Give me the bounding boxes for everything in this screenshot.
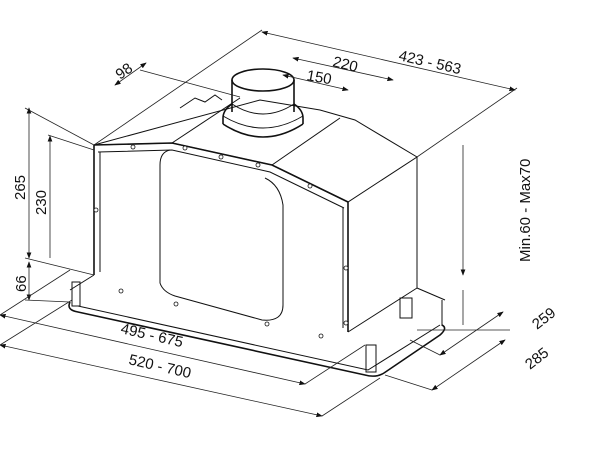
left-bracket: [71, 281, 81, 307]
dim-body-height: 230: [33, 190, 50, 215]
dim-duct-offset-depth: 220: [331, 53, 359, 76]
side-clamp: [399, 297, 413, 319]
dim-outer-depth: 285: [522, 344, 552, 373]
dim-inner-width-range: 495 - 675: [119, 320, 185, 351]
dimension-lines: [0, 29, 518, 418]
dim-depth-range: 423 - 563: [397, 47, 463, 78]
duct-collar: [222, 68, 304, 138]
right-bracket: [365, 344, 377, 373]
hood-body: [68, 97, 446, 377]
front-top-rail: [93, 142, 349, 203]
filter-panel: [159, 149, 284, 321]
dim-frame-height: 66: [13, 275, 30, 292]
dim-inner-depth: 259: [529, 304, 559, 333]
dim-total-height: 265: [12, 175, 29, 200]
dim-duct-offset-side: 98: [113, 60, 136, 83]
bottom-frame: [68, 301, 446, 377]
cable-connector: [179, 94, 223, 109]
dim-duct-diameter: 150: [305, 67, 333, 88]
dim-mounting-height: Min.60 - Max70: [517, 159, 534, 262]
